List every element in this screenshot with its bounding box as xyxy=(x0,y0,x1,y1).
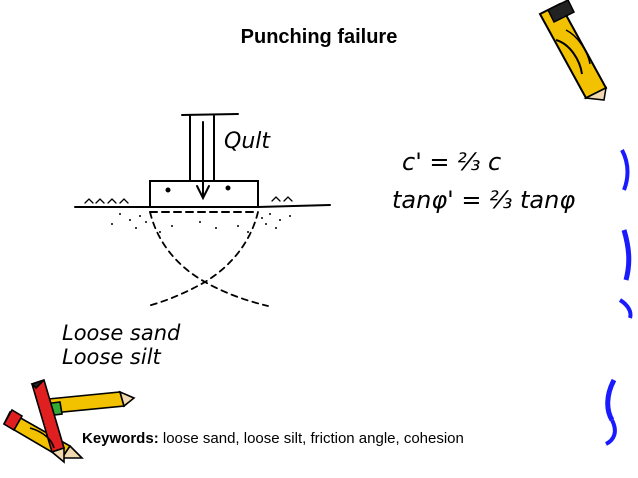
keywords-text: loose sand, loose silt, friction angle, … xyxy=(162,430,464,447)
equation-cohesion: c' = ⅔ c xyxy=(402,148,501,176)
load-label: Qult xyxy=(224,129,271,154)
keywords-line: Keywords: loose sand, loose silt, fricti… xyxy=(82,430,464,447)
soil-label-sand: Loose sand xyxy=(62,321,181,345)
keywords-label: Keywords: xyxy=(82,430,159,447)
pencil-icon xyxy=(538,0,608,101)
soil-label-silt: Loose silt xyxy=(62,345,162,369)
slide-title: Punching failure xyxy=(240,26,398,48)
equation-friction-angle: tanφ' = ⅔ tanφ xyxy=(392,186,575,214)
footing-diagram xyxy=(74,113,331,307)
crayons-icon xyxy=(2,378,136,464)
right-edge-decoration xyxy=(604,149,633,446)
